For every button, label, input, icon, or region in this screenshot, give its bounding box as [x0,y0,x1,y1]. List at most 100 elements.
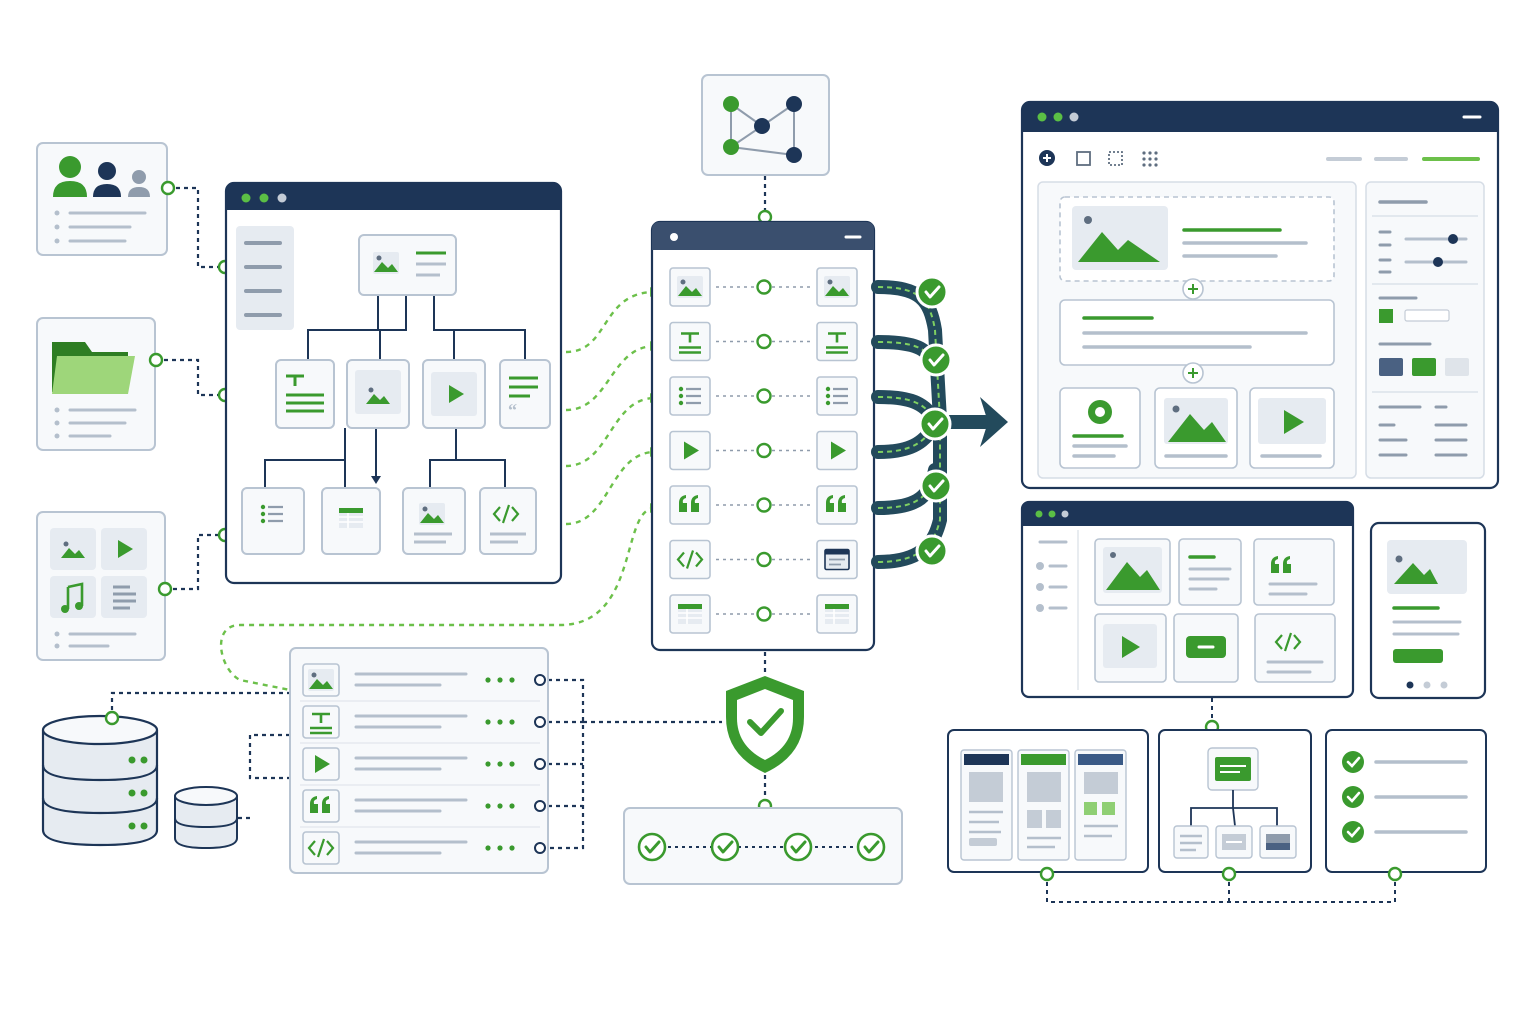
merge-check-icon [915,275,949,309]
canvas-image-card[interactable] [1154,387,1238,469]
mapping-node [756,442,772,459]
folder-icon [52,342,135,394]
canvas-image-block[interactable] [1059,196,1335,282]
image-icon [60,538,86,560]
color-swatch[interactable] [1445,358,1469,376]
tablet-button-tile [1173,613,1239,683]
tree-image-caption-node [402,487,466,555]
canvas-video-card[interactable] [1249,387,1335,469]
storage-row [300,784,546,823]
text-tile [816,321,858,362]
document-icon [113,585,136,610]
editor-toolbar [1039,150,1480,167]
play-tile [669,430,711,471]
color-swatch[interactable] [1412,358,1436,376]
mapping-row [669,321,858,362]
network-graph-icon [723,96,802,163]
properties-panel [1365,181,1485,479]
play-tile [302,747,340,781]
code-tile [302,831,340,865]
storage-row [300,700,546,739]
users-icon [53,156,150,197]
color-swatch[interactable] [1379,309,1393,323]
component-tree-card [1158,729,1312,873]
folder-source-card [36,317,156,451]
validation-card [623,807,903,885]
tree-image-node [346,359,410,429]
merge-check-icon [919,343,953,377]
table-icon [824,603,850,625]
merge-check-icon [918,407,952,441]
page-template-2[interactable] [1017,749,1070,861]
text-tile [302,705,340,739]
page-templates-card [947,729,1149,873]
list-icon [677,385,703,407]
tree-root-node [358,234,457,296]
mapping-node [756,388,772,404]
checklist-items [1342,751,1468,843]
image-tile [302,663,340,697]
media-source-card [36,511,166,661]
image-icon [308,669,334,691]
storage-port [534,716,546,728]
slider-handle[interactable] [1433,257,1443,267]
mapping-node [756,497,772,513]
tree-table-node [321,487,381,555]
graph-node-card [701,74,830,176]
list-tile [816,376,858,416]
mapping-row [669,485,858,525]
mapping-row [669,594,858,634]
quote-tile [302,789,340,823]
tree-sidebar [236,226,294,330]
play-tile [816,430,858,471]
square-icon[interactable] [1076,151,1091,166]
canvas-text-block[interactable] [1059,299,1335,366]
color-swatch[interactable] [1379,358,1403,376]
mapping-node [756,279,772,295]
tablet-code-tile [1254,613,1336,683]
mapping-rows [669,267,858,634]
list-icon [824,385,850,407]
canvas-avatar-card[interactable] [1059,387,1141,469]
tablet-video-tile [1094,613,1167,683]
tablet-image-tile [1094,538,1171,606]
tablet-quote-tile [1253,538,1335,606]
table-tile [816,594,858,634]
image-icon [677,276,703,298]
grid-icon[interactable] [1142,151,1158,167]
mapping-row [669,267,858,307]
check-icon [856,832,886,862]
tree-code-node [479,487,537,555]
small-database-icon [174,786,238,850]
mobile-cta-button[interactable] [1393,649,1443,663]
music-icon [61,582,84,613]
shield-check-icon [726,676,804,773]
content-tree-window: “ [224,181,563,585]
window-tile [816,539,858,580]
table-tile [669,594,711,634]
page-template-3[interactable] [1074,749,1127,861]
mapping-row [669,430,858,471]
select-icon[interactable] [1108,151,1123,166]
page-template-1[interactable] [960,749,1013,861]
tree-to-mapping-connectors [220,290,656,692]
merge-check-icon [919,469,953,503]
users-source-lines [54,210,147,244]
checklist-item [1342,821,1468,843]
tree-quote-node: “ [499,359,551,429]
storage-rows [300,663,546,865]
storage-port [534,674,546,686]
mapping-node [756,333,772,350]
code-tile [669,539,711,580]
slider-handle[interactable] [1448,234,1458,244]
tablet-text-tile [1178,538,1242,606]
editor-window [1020,100,1500,490]
color-input[interactable] [1404,309,1450,322]
database-icon [41,714,159,847]
storage-row [300,826,546,865]
storage-list-card [289,647,549,874]
check-icon [783,832,813,862]
image-tile [669,267,711,307]
users-source-card [36,142,168,256]
